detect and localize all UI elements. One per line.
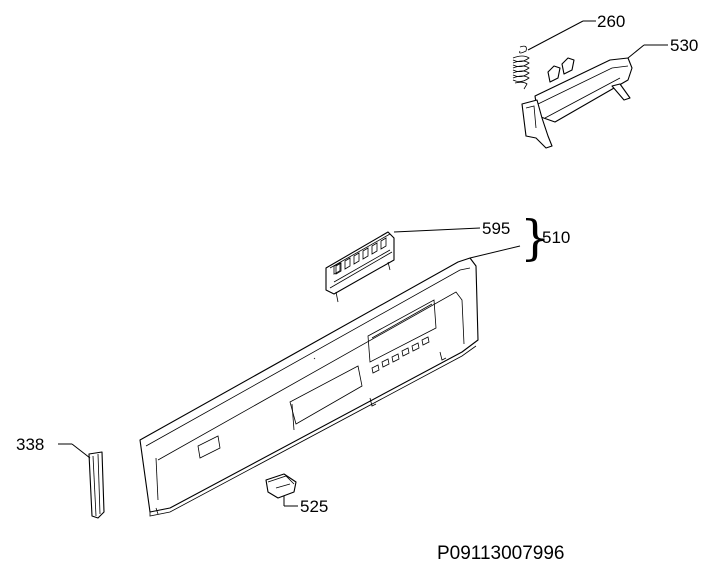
leader-510 — [469, 245, 521, 259]
control-panel-part-510 — [139, 257, 479, 517]
electronic-module-part-595 — [325, 231, 395, 303]
leader-595 — [393, 227, 481, 233]
callout-525: 525 — [300, 497, 328, 516]
group-brace: } — [520, 210, 551, 266]
door-latch-part-530 — [521, 57, 633, 149]
button-part-525 — [265, 473, 297, 499]
leader-530 — [627, 44, 645, 59]
callout-260: 260 — [597, 12, 625, 31]
drawing-number: P09113007996 — [437, 543, 565, 564]
callout-510: 510 — [542, 228, 570, 247]
leader-260 — [527, 20, 584, 51]
trim-strip-part-338 — [88, 451, 105, 519]
callout-338: 338 — [16, 435, 44, 454]
callout-530: 530 — [670, 36, 698, 55]
spring-part-260 — [512, 45, 530, 90]
callout-595: 595 — [482, 219, 510, 238]
